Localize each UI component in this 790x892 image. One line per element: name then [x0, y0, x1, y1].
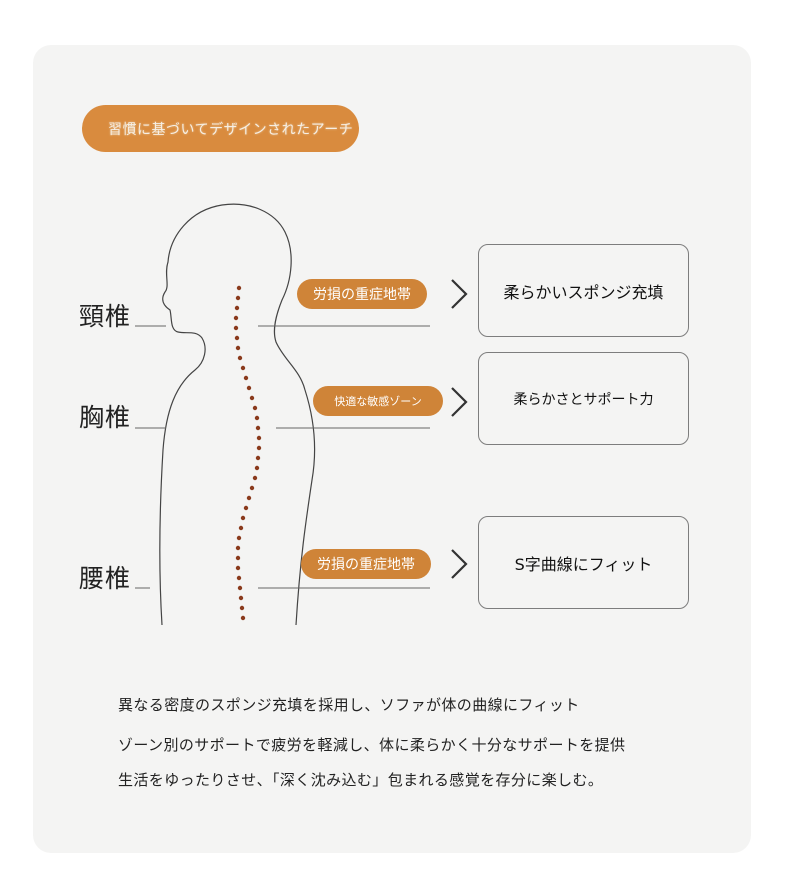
feature-box-label: S字曲線にフィット: [514, 554, 653, 574]
label-cervical: 頸椎: [79, 302, 132, 331]
label-lumbar: 腰椎: [79, 564, 132, 593]
zone-tag-label: 労損の重症地帯: [313, 287, 411, 303]
feature-box-lumbar: S字曲線にフィット: [478, 516, 689, 609]
feature-box-thoracic: 柔らかさとサポート力: [478, 352, 689, 445]
content-card: [33, 45, 751, 853]
feature-box-label: 柔らかいスポンジ充填: [503, 282, 664, 302]
zone-tag-label: 快適な敏感ゾーン: [334, 395, 422, 408]
feature-box-label: 柔らかさとサポート力: [513, 391, 654, 408]
spine-dots: [233, 285, 262, 621]
chevron-right-icon: [451, 387, 468, 417]
chevron-right-icon: [451, 279, 468, 309]
title-pill: 習慣に基づいてデザインされたアーチ: [82, 105, 359, 152]
zone-tag-thoracic: 快適な敏感ゾーン: [313, 386, 443, 416]
chevron-right-icon: [451, 549, 468, 579]
description-line: 生活をゆったりさせ、「深く沈み込む」包まれる感覚を存分に楽しむ。: [118, 771, 604, 789]
zone-tag-label: 労損の重症地帯: [317, 557, 415, 573]
label-thoracic: 胸椎: [79, 403, 132, 432]
description-line: 異なる密度のスポンジ充填を採用し、ソファが体の曲線にフィット: [118, 696, 580, 714]
page-title: 習慣に基づいてデザインされたアーチ: [108, 121, 354, 138]
feature-box-cervical: 柔らかいスポンジ充填: [478, 244, 689, 337]
zone-tag-cervical: 労損の重症地帯: [297, 279, 427, 309]
zone-tag-lumbar: 労損の重症地帯: [301, 549, 431, 579]
description-line: ゾーン別のサポートで疲労を軽減し、体に柔らかく十分なサポートを提供: [118, 736, 626, 754]
